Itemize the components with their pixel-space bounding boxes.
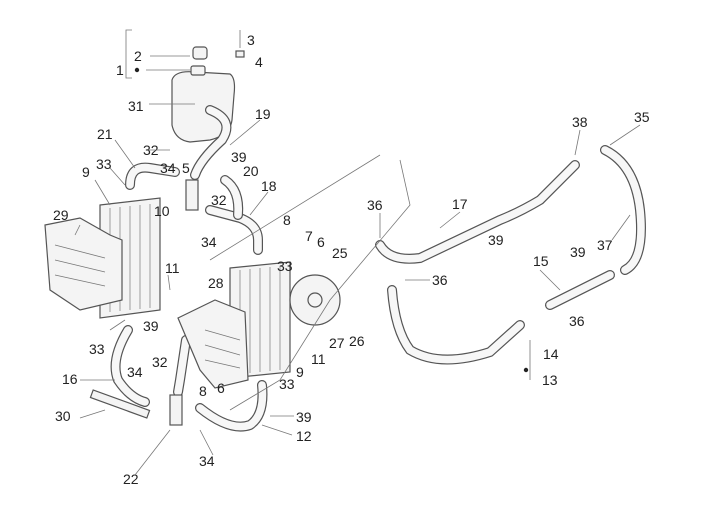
label-34: 34 bbox=[160, 160, 176, 176]
label-33: 33 bbox=[279, 376, 295, 392]
label-1: 1 bbox=[116, 62, 124, 78]
label-33: 33 bbox=[277, 258, 293, 274]
tank-cap bbox=[192, 46, 208, 60]
label-9: 9 bbox=[296, 364, 304, 380]
label-37: 37 bbox=[597, 237, 613, 253]
part-labels: 1 2 3 4 5 6 6 7 8 8 9 9 10 11 11 12 13 1… bbox=[53, 32, 650, 487]
label-10: 10 bbox=[154, 203, 170, 219]
label-8: 8 bbox=[283, 212, 291, 228]
label-39: 39 bbox=[231, 149, 247, 165]
label-28: 28 bbox=[208, 275, 224, 291]
radiator-shroud-right bbox=[177, 299, 249, 389]
cooling-fan bbox=[289, 274, 341, 326]
label-21: 21 bbox=[97, 126, 113, 142]
label-39: 39 bbox=[143, 318, 159, 334]
label-36: 36 bbox=[432, 272, 448, 288]
radiator-shroud-left bbox=[44, 217, 123, 311]
label-29: 29 bbox=[53, 207, 69, 223]
leader-lines bbox=[74, 55, 641, 476]
label-2: 2 bbox=[134, 48, 142, 64]
label-34: 34 bbox=[199, 453, 215, 469]
label-20: 20 bbox=[243, 163, 259, 179]
label-18: 18 bbox=[261, 178, 277, 194]
label-16: 16 bbox=[62, 371, 78, 387]
label-36: 36 bbox=[367, 197, 383, 213]
label-35: 35 bbox=[634, 109, 650, 125]
label-14: 14 bbox=[543, 346, 559, 362]
label-6: 6 bbox=[317, 234, 325, 250]
label-31: 31 bbox=[128, 98, 144, 114]
label-39: 39 bbox=[570, 244, 586, 260]
seal-strip bbox=[89, 389, 151, 419]
t-fitting-upper bbox=[185, 179, 199, 211]
expansion-tank bbox=[171, 30, 245, 143]
label-33: 33 bbox=[89, 341, 105, 357]
label-19: 19 bbox=[255, 106, 271, 122]
label-25: 25 bbox=[332, 245, 348, 261]
label-32: 32 bbox=[211, 192, 227, 208]
t-fitting-lower bbox=[169, 394, 183, 426]
label-17: 17 bbox=[452, 196, 468, 212]
label-26: 26 bbox=[349, 333, 365, 349]
hoses bbox=[110, 105, 646, 432]
label-11: 11 bbox=[311, 351, 326, 367]
label-32: 32 bbox=[152, 354, 168, 370]
label-36: 36 bbox=[569, 313, 585, 329]
label-34: 34 bbox=[201, 234, 217, 250]
label-15: 15 bbox=[533, 253, 549, 269]
label-30: 30 bbox=[55, 408, 71, 424]
label-12: 12 bbox=[296, 428, 312, 444]
label-39: 39 bbox=[488, 232, 504, 248]
label-8: 8 bbox=[199, 383, 207, 399]
label-9: 9 bbox=[82, 164, 90, 180]
label-5: 5 bbox=[182, 160, 190, 176]
label-27: 27 bbox=[329, 335, 345, 351]
label-7: 7 bbox=[305, 228, 313, 244]
label-22: 22 bbox=[123, 471, 139, 487]
label-11: 11 bbox=[165, 260, 180, 276]
label-38: 38 bbox=[572, 114, 588, 130]
label-39: 39 bbox=[296, 409, 312, 425]
label-13: 13 bbox=[542, 372, 558, 388]
label-33: 33 bbox=[96, 156, 112, 172]
label-6: 6 bbox=[217, 380, 225, 396]
label-4: 4 bbox=[255, 54, 263, 70]
label-34: 34 bbox=[127, 364, 143, 380]
label-3: 3 bbox=[247, 32, 255, 48]
radiator-right bbox=[177, 261, 291, 389]
radiator-left bbox=[44, 197, 161, 319]
